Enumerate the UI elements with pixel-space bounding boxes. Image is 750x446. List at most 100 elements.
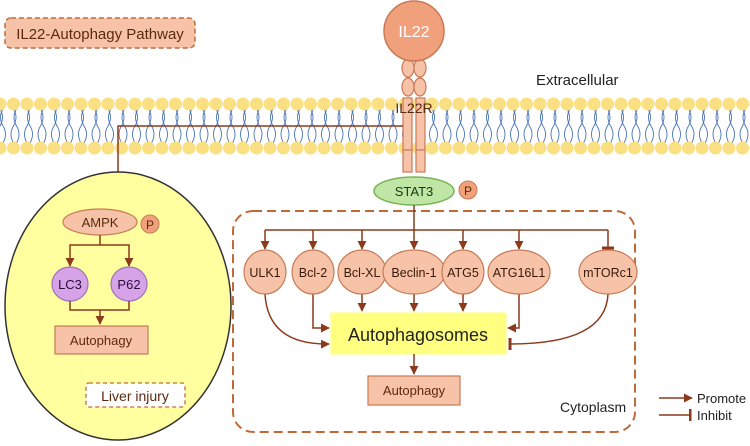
lipid-tail bbox=[553, 108, 560, 144]
lipid-head bbox=[533, 97, 547, 111]
lipid-head bbox=[709, 97, 722, 111]
lipid-tail bbox=[661, 108, 668, 144]
receptor-label: IL22R bbox=[395, 100, 432, 116]
lipid-head bbox=[142, 141, 155, 155]
lipid-head bbox=[614, 141, 628, 155]
lipid-tail bbox=[672, 108, 678, 144]
lipid-head bbox=[520, 97, 533, 111]
lipid-tail bbox=[594, 108, 600, 144]
lipid-tail bbox=[618, 108, 624, 144]
lipid-tail bbox=[78, 108, 84, 144]
lipid-tail bbox=[13, 108, 20, 144]
target-arrows bbox=[260, 230, 614, 351]
lipid-head bbox=[61, 97, 74, 111]
lipid-tail bbox=[739, 108, 746, 144]
target-node-bcl-xl: Bcl-XL bbox=[337, 249, 387, 295]
lipid-head bbox=[641, 97, 655, 111]
stat3-node: STAT3 P bbox=[373, 176, 478, 206]
lipid-head bbox=[196, 141, 209, 155]
lc3-to-autophagy-arrow bbox=[69, 301, 105, 325]
lc3-label: LC3 bbox=[58, 277, 82, 292]
stat3-phospho-label: P bbox=[464, 184, 472, 198]
lipid-head bbox=[439, 97, 452, 111]
p62-label: P62 bbox=[117, 277, 140, 292]
lipid-tail bbox=[40, 108, 47, 144]
lipid-tail bbox=[0, 108, 3, 143]
lipid-tail bbox=[513, 108, 519, 144]
liver-injury-label: Liver injury bbox=[101, 388, 169, 404]
cell-membrane bbox=[0, 97, 750, 155]
ulk1-to-autophagosomes-arrow bbox=[264, 293, 330, 349]
lipid-heads bbox=[0, 97, 750, 155]
lipid-head bbox=[290, 97, 304, 111]
lipid-head bbox=[668, 97, 682, 111]
lipid-head bbox=[128, 141, 142, 155]
target-node-label: Bcl-2 bbox=[299, 266, 328, 280]
legend-promote-label: Promote bbox=[697, 391, 746, 406]
extracellular-label: Extracellular bbox=[536, 72, 619, 89]
lipid-tail bbox=[621, 108, 627, 144]
lipid-head bbox=[74, 97, 88, 111]
lipid-tail bbox=[591, 108, 597, 144]
lipid-head bbox=[628, 141, 641, 155]
target-node-label: ATG5 bbox=[447, 266, 479, 280]
liver-cell bbox=[4, 171, 232, 441]
lipid-head bbox=[209, 97, 223, 111]
lipid-head bbox=[115, 141, 128, 155]
lipid-head bbox=[47, 141, 61, 155]
lipid-head bbox=[452, 97, 466, 111]
lipid-head bbox=[628, 97, 641, 111]
lipid-tail bbox=[688, 108, 695, 144]
lipid-head bbox=[182, 97, 196, 111]
lipid-head bbox=[547, 97, 560, 111]
lipid-head bbox=[682, 141, 695, 155]
il22-ligand: IL22 bbox=[383, 0, 445, 62]
lipid-head bbox=[560, 141, 574, 155]
lipid-head bbox=[277, 97, 290, 111]
lipid-tail bbox=[604, 108, 611, 144]
lipid-head bbox=[574, 97, 587, 111]
atg16l1-to-autophagosomes-arrow bbox=[507, 294, 520, 333]
lipid-head bbox=[209, 141, 223, 155]
lipid-head bbox=[0, 141, 7, 155]
lipid-head bbox=[452, 141, 466, 155]
lipid-tail bbox=[67, 108, 74, 144]
lipid-head bbox=[331, 97, 344, 111]
lipid-tail bbox=[658, 108, 665, 144]
lipid-head bbox=[655, 141, 668, 155]
autophagosomes-label: Autophagosomes bbox=[348, 325, 488, 345]
lipid-tail bbox=[496, 108, 503, 144]
target-node-bcl-2: Bcl-2 bbox=[291, 249, 335, 295]
lipid-head bbox=[155, 97, 169, 111]
lipid-tail bbox=[472, 108, 479, 144]
lipid-head bbox=[574, 141, 587, 155]
left-autophagy-box: Autophagy bbox=[54, 325, 149, 355]
lipid-tail bbox=[456, 108, 462, 144]
target-node-shape bbox=[291, 249, 335, 295]
lipid-tail bbox=[550, 108, 557, 144]
lipid-tail bbox=[702, 108, 708, 144]
right-autophagy-label: Autophagy bbox=[383, 383, 446, 398]
lipid-head bbox=[479, 97, 493, 111]
lipid-head bbox=[695, 141, 709, 155]
lipid-tail bbox=[685, 108, 692, 144]
target-node-beclin-1: Beclin-1 bbox=[382, 249, 446, 295]
lipid-head bbox=[695, 97, 709, 111]
lipid-tail bbox=[483, 108, 489, 144]
lipid-head bbox=[169, 97, 182, 111]
lipid-head bbox=[547, 141, 560, 155]
lc3-node: LC3 bbox=[51, 266, 89, 302]
lipid-head bbox=[142, 97, 155, 111]
target-node-ulk1: ULK1 bbox=[243, 249, 287, 295]
autophagosomes-box: Autophagosomes bbox=[330, 312, 507, 355]
lipid-tail bbox=[648, 108, 654, 144]
ligand-label: IL22 bbox=[398, 24, 429, 41]
lipid-tail bbox=[499, 108, 506, 144]
cytoplasm-label: Cytoplasm bbox=[560, 399, 626, 415]
lipid-tail bbox=[726, 108, 732, 144]
lipid-head bbox=[466, 97, 479, 111]
lipid-head bbox=[425, 97, 439, 111]
lipid-head bbox=[182, 141, 196, 155]
lipid-head bbox=[331, 141, 344, 155]
